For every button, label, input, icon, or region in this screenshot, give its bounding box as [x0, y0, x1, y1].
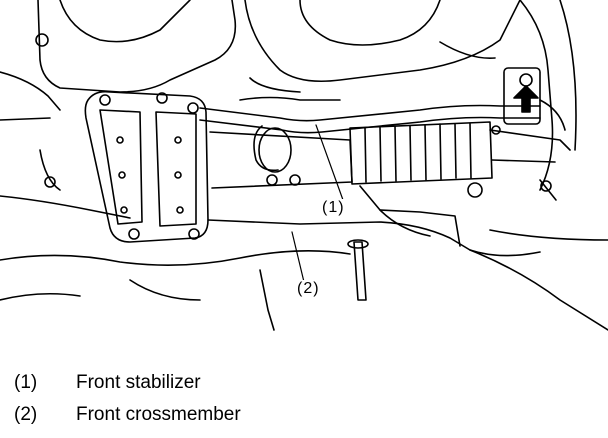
engine-body-outline: [0, 0, 577, 191]
front-crossmember: [0, 179, 608, 331]
stabilizer-bushing-clamp: [503, 67, 566, 131]
legend-label: Front crossmember: [76, 404, 241, 425]
steering-gear-boot: [349, 121, 571, 198]
callout-1: (1): [321, 199, 346, 217]
arrow-up-icon: [513, 85, 539, 113]
legend-number: (2): [14, 404, 38, 425]
front-suspension-illustration: [0, 0, 608, 331]
callout-2: (2): [296, 280, 321, 298]
stabilizer-bracket: [84, 90, 209, 243]
leader-lines: [291, 124, 344, 283]
lower-linkage: [0, 149, 369, 331]
legend-label: Front stabilizer: [76, 372, 201, 393]
steering-gear-housing: [209, 125, 353, 189]
front-stabilizer-bar: [199, 96, 541, 134]
legend-number: (1): [14, 372, 38, 393]
